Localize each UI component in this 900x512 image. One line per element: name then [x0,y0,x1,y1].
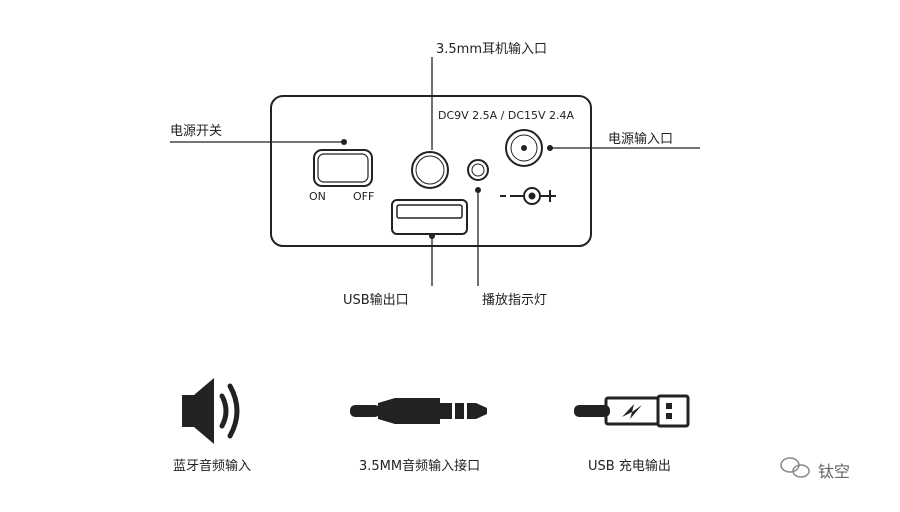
audio-jack-icon [350,398,487,424]
play-indicator-label: 播放指示灯 [482,293,548,308]
usb-charge-icon [574,394,690,428]
usb-output-label: USB输出口 [343,293,409,308]
power-input-label: 电源输入口 [608,132,674,147]
power-switch-label: 电源开关 [170,124,223,139]
off-label: OFF [353,190,375,203]
dc-rating-label: DC9V 2.5A / DC15V 2.4A [438,109,575,122]
watermark-text: 钛空 [818,462,851,481]
wechat-icon [780,457,810,478]
feature-label-bluetooth: 蓝牙音频输入 [173,459,252,474]
headphone-jack [411,151,449,189]
feature-label-audio-jack: 3.5MM音频输入接口 [359,459,481,474]
play-indicator-led [467,159,489,181]
headphone-input-label: 3.5mm耳机输入口 [436,42,548,57]
polarity-symbol [500,187,556,205]
feature-label-usb-charge: USB 充电输出 [588,459,671,474]
on-label: ON [309,190,326,203]
speaker-icon [182,378,240,444]
usb-port [391,199,468,235]
power-switch [313,149,373,187]
